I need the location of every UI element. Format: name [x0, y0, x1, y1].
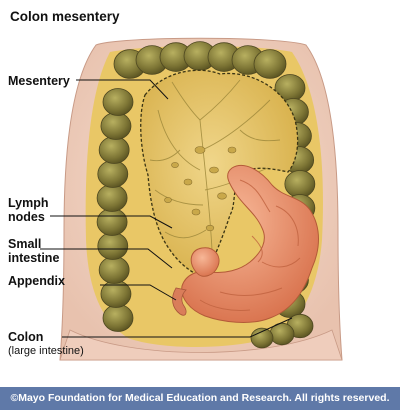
colon-haustrum [96, 208, 128, 236]
leader-lines [40, 79, 293, 338]
label-colon: Colon (large intestine) [8, 330, 84, 358]
label-appendix-text: Appendix [8, 274, 65, 288]
label-mesentery: Mesentery [8, 74, 70, 88]
colon-haustrum [97, 160, 129, 188]
label-small-intestine-line2: intestine [8, 251, 60, 265]
label-colon-line2: (large intestine) [8, 345, 84, 357]
colon-haustrum [97, 232, 129, 260]
colon-haustrum [284, 170, 316, 198]
leader-mesentery [76, 79, 169, 100]
label-appendix: Appendix [8, 274, 65, 288]
label-small-intestine: Small intestine [8, 237, 59, 265]
copyright-footer: ©Mayo Foundation for Medical Education a… [0, 387, 400, 410]
colon-haustrum [96, 184, 128, 212]
label-colon-line1: Colon [8, 330, 44, 344]
colon-haustrum [98, 256, 130, 284]
label-lymph-nodes: Lymph nodes [8, 196, 49, 224]
skin-fold [59, 329, 343, 361]
mesenteric-vessels [149, 79, 281, 251]
colon-haustrum [102, 88, 134, 116]
mesentery-sheet [140, 69, 299, 279]
label-lymph-nodes-line2: nodes [8, 210, 45, 224]
figure-title: Colon mesentery [10, 9, 120, 24]
label-mesentery-text: Mesentery [8, 74, 70, 88]
label-small-intestine-line1: Small [8, 237, 42, 251]
small-intestine [181, 164, 319, 323]
colon-haustrum [98, 136, 130, 164]
label-lymph-nodes-line1: Lymph [8, 196, 49, 210]
appendix [172, 287, 187, 316]
leader-lymph-nodes [50, 215, 173, 229]
small-intestine-folds [199, 179, 301, 311]
colon-haustrum [102, 304, 134, 332]
colon-haustrum [100, 112, 132, 140]
colon-haustrum [250, 327, 274, 349]
leader-small-intestine [40, 248, 173, 269]
colon-haustrum [253, 49, 287, 79]
leader-appendix [100, 284, 177, 301]
leader-colon [62, 317, 293, 338]
